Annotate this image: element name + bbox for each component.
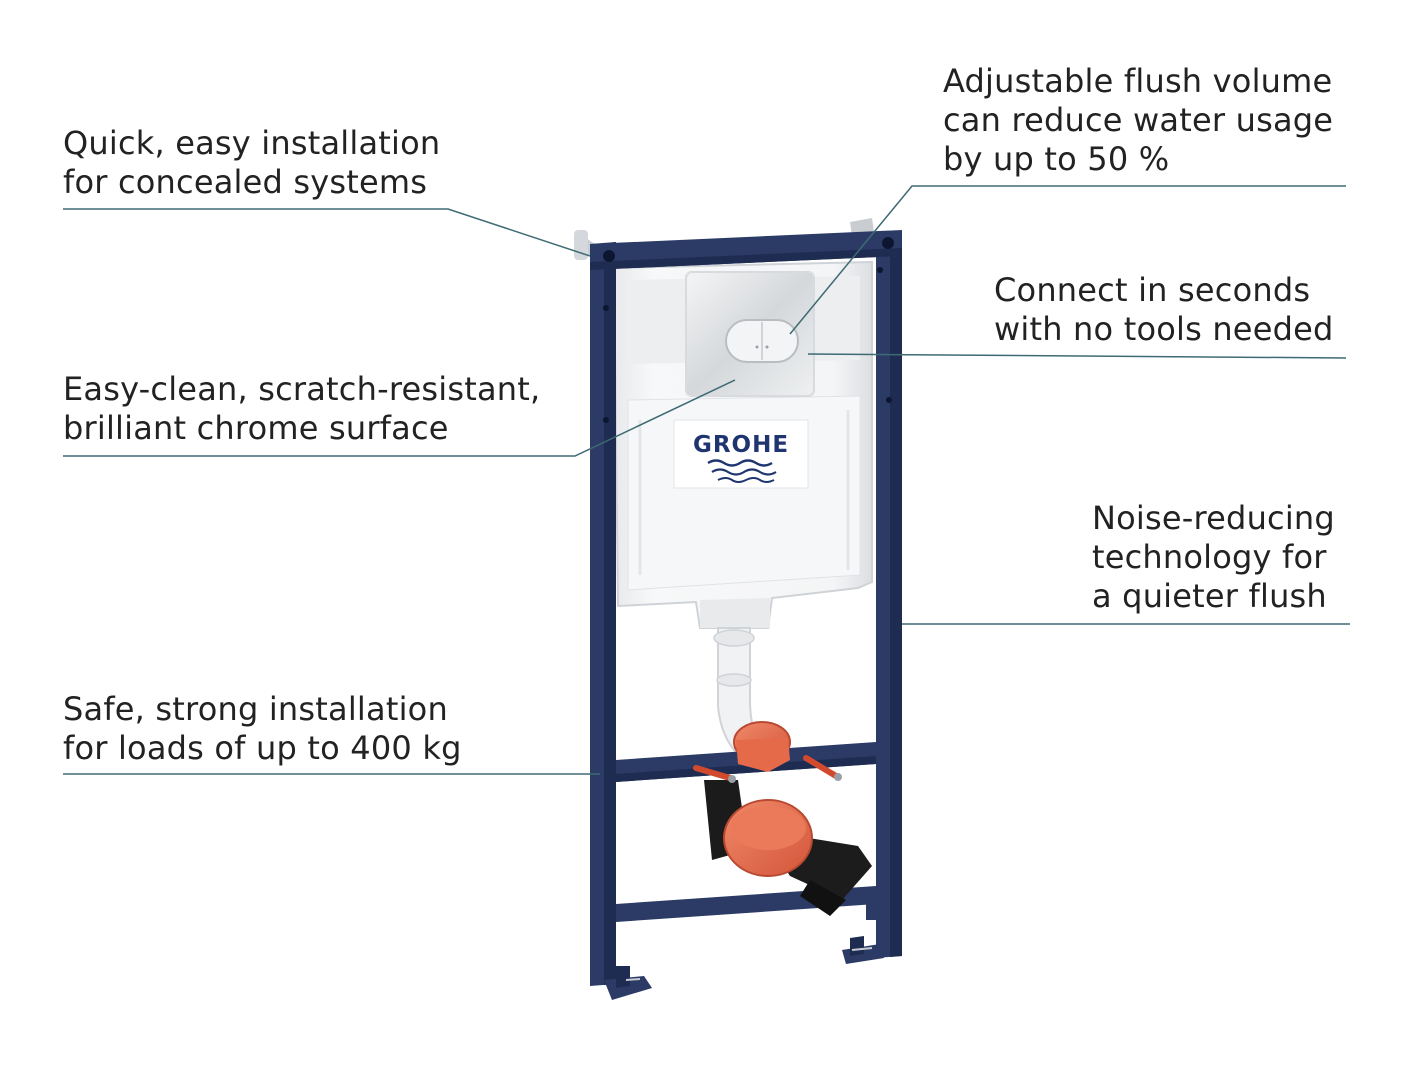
callout-flush-volume: Adjustable flush volume can reduce water… bbox=[943, 62, 1333, 179]
callout-noise-line2: technology for bbox=[1092, 538, 1327, 576]
inlet-plug bbox=[733, 721, 791, 772]
callout-load: Safe, strong installation for loads of u… bbox=[63, 690, 462, 768]
callout-load-line2: for loads of up to 400 kg bbox=[63, 729, 462, 767]
callout-flush-volume-line2: can reduce water usage bbox=[943, 101, 1334, 139]
callout-surface-line1: Easy-clean, scratch-resistant, bbox=[63, 370, 541, 408]
callout-installation: Quick, easy installation for concealed s… bbox=[63, 124, 440, 202]
leader-installation bbox=[63, 208, 591, 257]
mounting-frame bbox=[590, 230, 902, 986]
brand-logo-text: GROHE bbox=[693, 432, 789, 458]
leader-flush-volume bbox=[789, 185, 1346, 335]
callout-surface-line2: brilliant chrome surface bbox=[63, 409, 449, 447]
callout-installation-line1: Quick, easy installation bbox=[63, 124, 441, 162]
leader-surface bbox=[63, 379, 736, 457]
flush-plate bbox=[685, 271, 815, 397]
frame-feet bbox=[604, 936, 884, 1000]
callout-load-line1: Safe, strong installation bbox=[63, 690, 448, 728]
leader-lines bbox=[63, 185, 1350, 775]
mounting-bolts bbox=[693, 755, 842, 783]
callout-installation-line2: for concealed systems bbox=[63, 163, 428, 201]
callout-connect: Connect in seconds with no tools needed bbox=[994, 271, 1334, 349]
callout-connect-line2: with no tools needed bbox=[994, 310, 1334, 348]
leader-connect bbox=[807, 353, 1347, 359]
waste-outlet bbox=[704, 780, 872, 916]
callout-flush-volume-line3: by up to 50 % bbox=[943, 140, 1170, 178]
callout-connect-line1: Connect in seconds bbox=[994, 271, 1311, 309]
callout-noise-line3: a quieter flush bbox=[1092, 577, 1327, 615]
callout-flush-volume-line1: Adjustable flush volume bbox=[943, 62, 1333, 100]
callout-noise-line1: Noise-reducing bbox=[1092, 499, 1335, 537]
callout-surface: Easy-clean, scratch-resistant, brilliant… bbox=[63, 370, 540, 448]
brand-label: GROHE bbox=[673, 419, 809, 489]
callout-noise: Noise-reducing technology for a quieter … bbox=[1092, 499, 1335, 616]
